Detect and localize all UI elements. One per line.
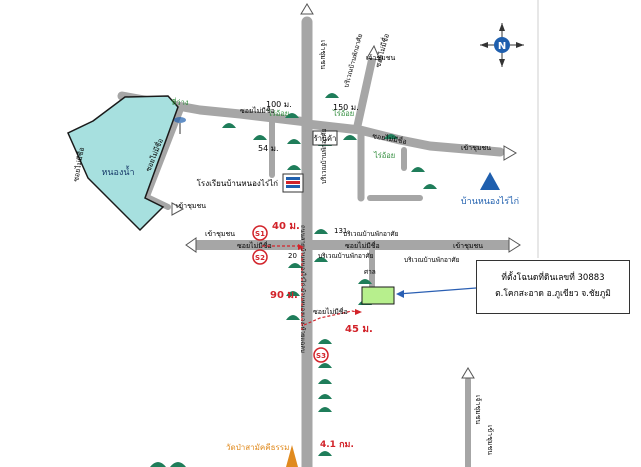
- tree-icon: [358, 279, 372, 284]
- temple-label: วัดป่าสามัคคีธรรม: [226, 443, 289, 452]
- road-arrow-lake: [171, 202, 185, 216]
- lake: [67, 95, 179, 232]
- residential-label: บริเวณบ้านพักอาศัย: [342, 33, 364, 89]
- distance-label: 40 ม.: [272, 221, 300, 232]
- tree-icon: [318, 407, 332, 412]
- soi-label: ซอยไม่มีชื่อ: [237, 241, 272, 250]
- tree-icon: [286, 315, 300, 320]
- tree-icon: [286, 291, 300, 296]
- route-arrow: [355, 309, 362, 315]
- to-community-label: เข้าชุมชน: [205, 230, 235, 238]
- tree-icon: [318, 379, 332, 384]
- tree-icon: [384, 134, 398, 139]
- distance-label: 4.1 กม.: [320, 440, 354, 450]
- tree-icon: [287, 139, 301, 144]
- svg-text:S3: S3: [316, 352, 326, 360]
- to-community-label: เข้าชุมชน: [461, 144, 491, 152]
- school-icon: [282, 173, 304, 193]
- road-arrow-branch-top: [366, 44, 381, 61]
- tree-icon: [343, 135, 357, 140]
- distance-label: 45 ม.: [345, 324, 373, 335]
- road-arrow-mid-right: [508, 237, 521, 253]
- tree-icon: [318, 394, 332, 399]
- main-road-lower-label: ถนนสายบ้านหนองไร่ไก่-บ้านหนองแวง-ห้วยแฉล…: [299, 225, 307, 353]
- road-arrow-bottom-right: [461, 367, 475, 379]
- lake-lower-road: [144, 194, 171, 210]
- road-arrow-mid-left: [185, 237, 197, 253]
- road-arrow-right-top: [503, 145, 517, 161]
- empty-lot-label: ที่ว่าง: [171, 97, 188, 107]
- branch-top-road: [353, 56, 376, 132]
- soi-label: ซอยไม่มีชื่อ: [313, 307, 348, 316]
- tree-icon: [318, 451, 332, 456]
- main-road-label: เจ้าชุมชน: [319, 40, 327, 70]
- distance-label: 100 ม.: [266, 100, 292, 109]
- shop-label: ร้านค้า: [314, 134, 337, 143]
- lake-soi: [141, 106, 184, 204]
- compass-letter: N: [498, 41, 506, 52]
- route-arrow: [298, 244, 304, 250]
- tree-icon: [222, 123, 236, 128]
- route-segment: [303, 310, 358, 326]
- house-number: 131: [334, 227, 347, 235]
- village-icon: [480, 172, 500, 190]
- tree-icon: [411, 167, 425, 172]
- tree-icon: [288, 263, 302, 268]
- school-label: โรงเรียนบ้านหนองไร่ไก่: [197, 178, 279, 188]
- tree-icon: [314, 257, 328, 262]
- callout-line-1: ที่ตั้งโฉนดที่ดินเลขที่ 30883: [501, 273, 605, 283]
- soi-label: ซอยไม่มีชื่อ: [345, 241, 380, 250]
- to-community-label: เจ้าชุมชน: [366, 54, 396, 62]
- to-community-label: เข้าชุมชน: [176, 202, 206, 210]
- residential-label: บริเวณบ้านพักอาศัย: [318, 252, 374, 260]
- distance-label: 54 ม.: [258, 144, 279, 153]
- tree-icon: [314, 229, 328, 234]
- tree-icon: [287, 165, 301, 170]
- top-right-road: [302, 119, 505, 157]
- callout-line-2: ต.โคกสะอาด อ.ภูเขียว จ.ชัยภูมิ: [495, 289, 611, 299]
- tree-icon: [325, 93, 339, 98]
- callout-pointer: [397, 287, 477, 295]
- residential-label: บริเวณบ้านพักอาศัย: [404, 256, 460, 264]
- compass: N: [480, 23, 524, 67]
- marker-s1: S1: [252, 225, 268, 241]
- shop-box: [312, 130, 338, 146]
- tree-icon: [423, 184, 437, 189]
- tree-icon: [253, 135, 267, 140]
- road-arrow-top: [300, 3, 314, 15]
- callout-pointer-head: [396, 290, 404, 298]
- tree-icon: [318, 363, 332, 368]
- marker-s3: S3: [313, 347, 329, 363]
- svg-text:S2: S2: [255, 254, 265, 262]
- marker-s2: S2: [252, 249, 268, 265]
- tree-icon: [170, 462, 186, 467]
- lake-label: หนองน้ำ: [101, 165, 134, 178]
- water-tower-icon: [174, 117, 186, 134]
- sugarcane-label: ไร่อ้อย: [373, 151, 395, 160]
- village-label: บ้านหนองไร่ไก่: [461, 196, 519, 207]
- pole-label: ศาล: [364, 268, 376, 276]
- distance-label: 90 ม.: [270, 290, 298, 301]
- to-community-label: เข้าชุมชน: [486, 425, 494, 455]
- residential-label: บริเวณบ้านพักอาศัย: [320, 128, 328, 184]
- land-parcel: [361, 286, 395, 305]
- house-number: 20: [288, 252, 297, 260]
- svg-text:S1: S1: [255, 230, 265, 238]
- parcel-callout: ที่ตั้งโฉนดที่ดินเลขที่ 30883 ต.โคกสะอาด…: [476, 260, 630, 314]
- to-community-label: เจ้าชุมชน: [474, 395, 482, 425]
- tree-icon: [285, 113, 299, 118]
- sugarcane-label: ไร่อ้อย: [267, 109, 289, 118]
- to-community-label: เข้าชุมชน: [453, 242, 483, 250]
- residential-label: บริเวณบ้านพักอาศัย: [343, 230, 399, 238]
- temple-icon: [286, 445, 298, 467]
- soi-label: ซอยไม่มีชื่อ: [240, 106, 275, 115]
- distance-label: 150 ม.: [333, 103, 359, 112]
- tree-icon: [150, 462, 166, 467]
- tree-icon: [318, 339, 332, 344]
- sugarcane-label: ไร่อ้อย: [332, 109, 354, 118]
